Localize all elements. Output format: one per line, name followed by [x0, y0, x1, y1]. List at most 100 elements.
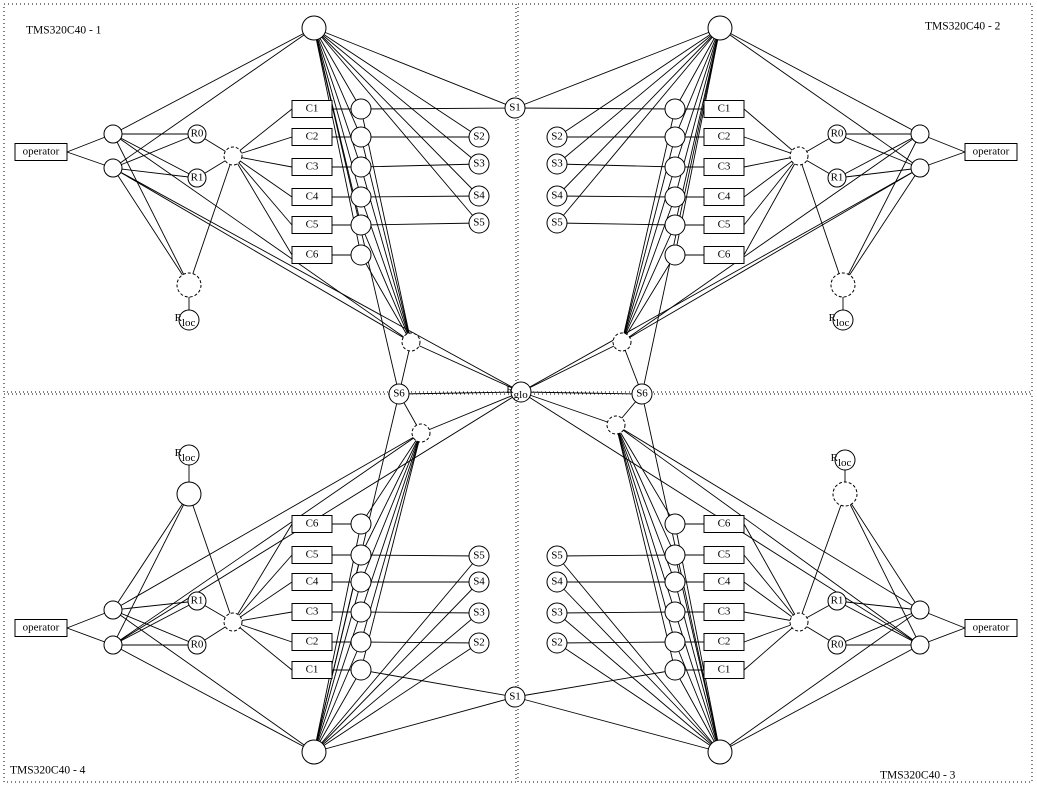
q1-box-c3	[291, 158, 333, 176]
q1-node-c2	[350, 126, 372, 148]
q1-edge-to-bottom	[112, 133, 412, 343]
q3-edge-c1-s1	[514, 669, 676, 698]
q3-operator-box	[964, 619, 1018, 637]
q3-node-c6	[664, 513, 686, 535]
q3-edge-node-top	[674, 669, 721, 753]
q2-box-c1	[703, 100, 745, 118]
q3-node-c1	[664, 659, 686, 681]
q3-edge-to-rloc	[844, 493, 921, 646]
q4-edge-hub-box	[232, 621, 293, 643]
quadrant-frame-4	[517, 393, 1033, 783]
q3-edge-to-r1	[836, 600, 921, 611]
q4-r0-node	[187, 635, 207, 655]
q4-node-s2	[468, 632, 490, 654]
q1-processor-title: TMS320C40 - 1	[26, 25, 102, 37]
q2-edge-node-s	[556, 195, 676, 198]
q1-hub-node	[223, 146, 243, 166]
q4-bottom-hub-node	[411, 423, 431, 443]
q1-top-node	[301, 15, 327, 41]
q1-edge-node-bottom	[360, 224, 412, 343]
q2-edge-node-s	[556, 163, 676, 168]
shared-s1-bottom-label: S1	[509, 691, 521, 703]
q2-edge-to-top	[719, 27, 921, 135]
q4-edge-to-rloc	[112, 493, 190, 611]
q3-r1-label: R1	[831, 595, 844, 607]
q4-box-c1	[291, 661, 333, 679]
q1-edge-to-rloc	[112, 133, 190, 286]
q4-box-label-c3: C3	[306, 606, 319, 618]
shared-s1-top-node	[504, 97, 526, 119]
q1-edge-to-top	[112, 27, 315, 135]
q1-edge-s-top	[313, 27, 480, 197]
q4-r0-label: R0	[191, 639, 204, 651]
q4-edge-hub-box	[232, 611, 293, 623]
q3-box-label-c2: C2	[718, 636, 731, 648]
q4-edge-to-r1	[112, 600, 198, 611]
q2-edge-node-s	[556, 222, 676, 226]
q4-edge-to-rloc	[112, 493, 190, 646]
q1-node-c4	[350, 186, 372, 208]
q3-box-c4	[703, 573, 745, 591]
q1-r1-node	[187, 168, 207, 188]
q1-operator-node-1	[103, 158, 123, 178]
q3-r0-label: R0	[831, 639, 844, 651]
q2-node-s5	[546, 212, 568, 234]
q2-box-label-c5: C5	[718, 219, 731, 231]
q2-box-label-c1: C1	[718, 103, 731, 115]
center-global-label: Rglo	[506, 384, 528, 401]
q2-node-c4	[664, 186, 686, 208]
q2-edge-to-r0	[836, 133, 921, 169]
q4-hub-node	[223, 612, 243, 632]
q4-node-c5	[350, 544, 372, 566]
q1-r0-label: R0	[191, 128, 204, 140]
q3-edge-to-top	[719, 644, 921, 753]
q2-s-label-4: S4	[551, 190, 563, 202]
q2-r0-label: R0	[831, 128, 844, 140]
q4-edge-bottom-center	[420, 391, 522, 434]
edge-s6-left-center	[398, 391, 522, 395]
q3-edge-s-top	[556, 612, 721, 753]
q2-node-c6	[664, 244, 686, 266]
q1-operator-label: operator	[23, 146, 60, 158]
q4-node-s3	[468, 602, 490, 624]
q3-box-c1	[703, 661, 745, 679]
q2-box-c4	[703, 188, 745, 206]
shared-s1-top-label: S1	[509, 102, 521, 114]
q3-edge-s-top	[556, 642, 721, 753]
q2-edge-to-center	[520, 167, 921, 393]
q3-node-c2	[664, 631, 686, 653]
q3-top-node	[707, 739, 733, 765]
q4-edge-hub-box	[232, 621, 293, 671]
q4-edge-node-top	[313, 523, 362, 753]
q1-operator-box	[14, 143, 68, 161]
q3-node-c3	[664, 601, 686, 623]
q1-edge-node-s	[360, 163, 480, 168]
q2-node-c3	[664, 156, 686, 178]
q1-edge-node-top	[313, 27, 362, 110]
q1-edge-to-center	[112, 167, 522, 393]
q2-node-c1	[664, 98, 686, 120]
q4-box-c3	[291, 603, 333, 621]
q3-edge-node-bottom	[615, 424, 676, 525]
q2-operator-node-0	[910, 124, 930, 144]
q2-box-label-c6: C6	[718, 249, 731, 261]
q3-box-label-c4: C4	[718, 576, 731, 588]
q1-edge-to-r0	[112, 133, 198, 169]
q2-edge-node-top	[674, 27, 721, 256]
q1-box-label-c5: C5	[306, 219, 319, 231]
q2-edge-bottom-center	[520, 341, 623, 393]
q1-node-c3	[350, 156, 372, 178]
q4-edge-top-s1	[313, 696, 516, 753]
q2-rloc-node	[832, 309, 854, 331]
q4-edge-node-top	[313, 669, 362, 753]
q2-node-s2	[546, 126, 568, 148]
q1-edge-node-s	[360, 195, 480, 198]
q2-s-label-3: S3	[551, 158, 563, 170]
q2-node-s4	[546, 185, 568, 207]
q4-edge-to-bottom	[112, 432, 422, 611]
q4-edge-node-bottom	[360, 432, 422, 643]
q4-edge-s-top	[313, 581, 480, 753]
q1-node-c1	[350, 98, 372, 120]
q3-edge-to-bottom	[615, 424, 921, 646]
